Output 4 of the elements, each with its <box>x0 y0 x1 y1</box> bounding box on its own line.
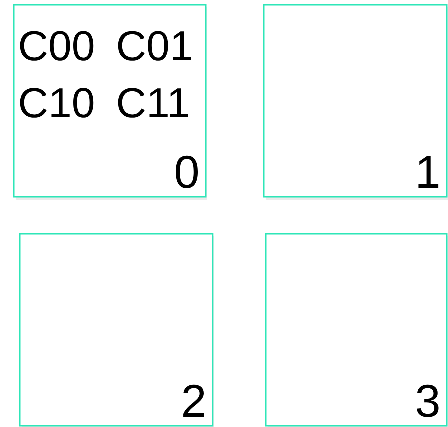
square-box: 2 <box>19 233 214 427</box>
square-box: 3 <box>265 233 448 427</box>
square-box: 1 <box>263 4 448 200</box>
square-box: C00 C01 C10 C11 0 <box>13 4 207 200</box>
